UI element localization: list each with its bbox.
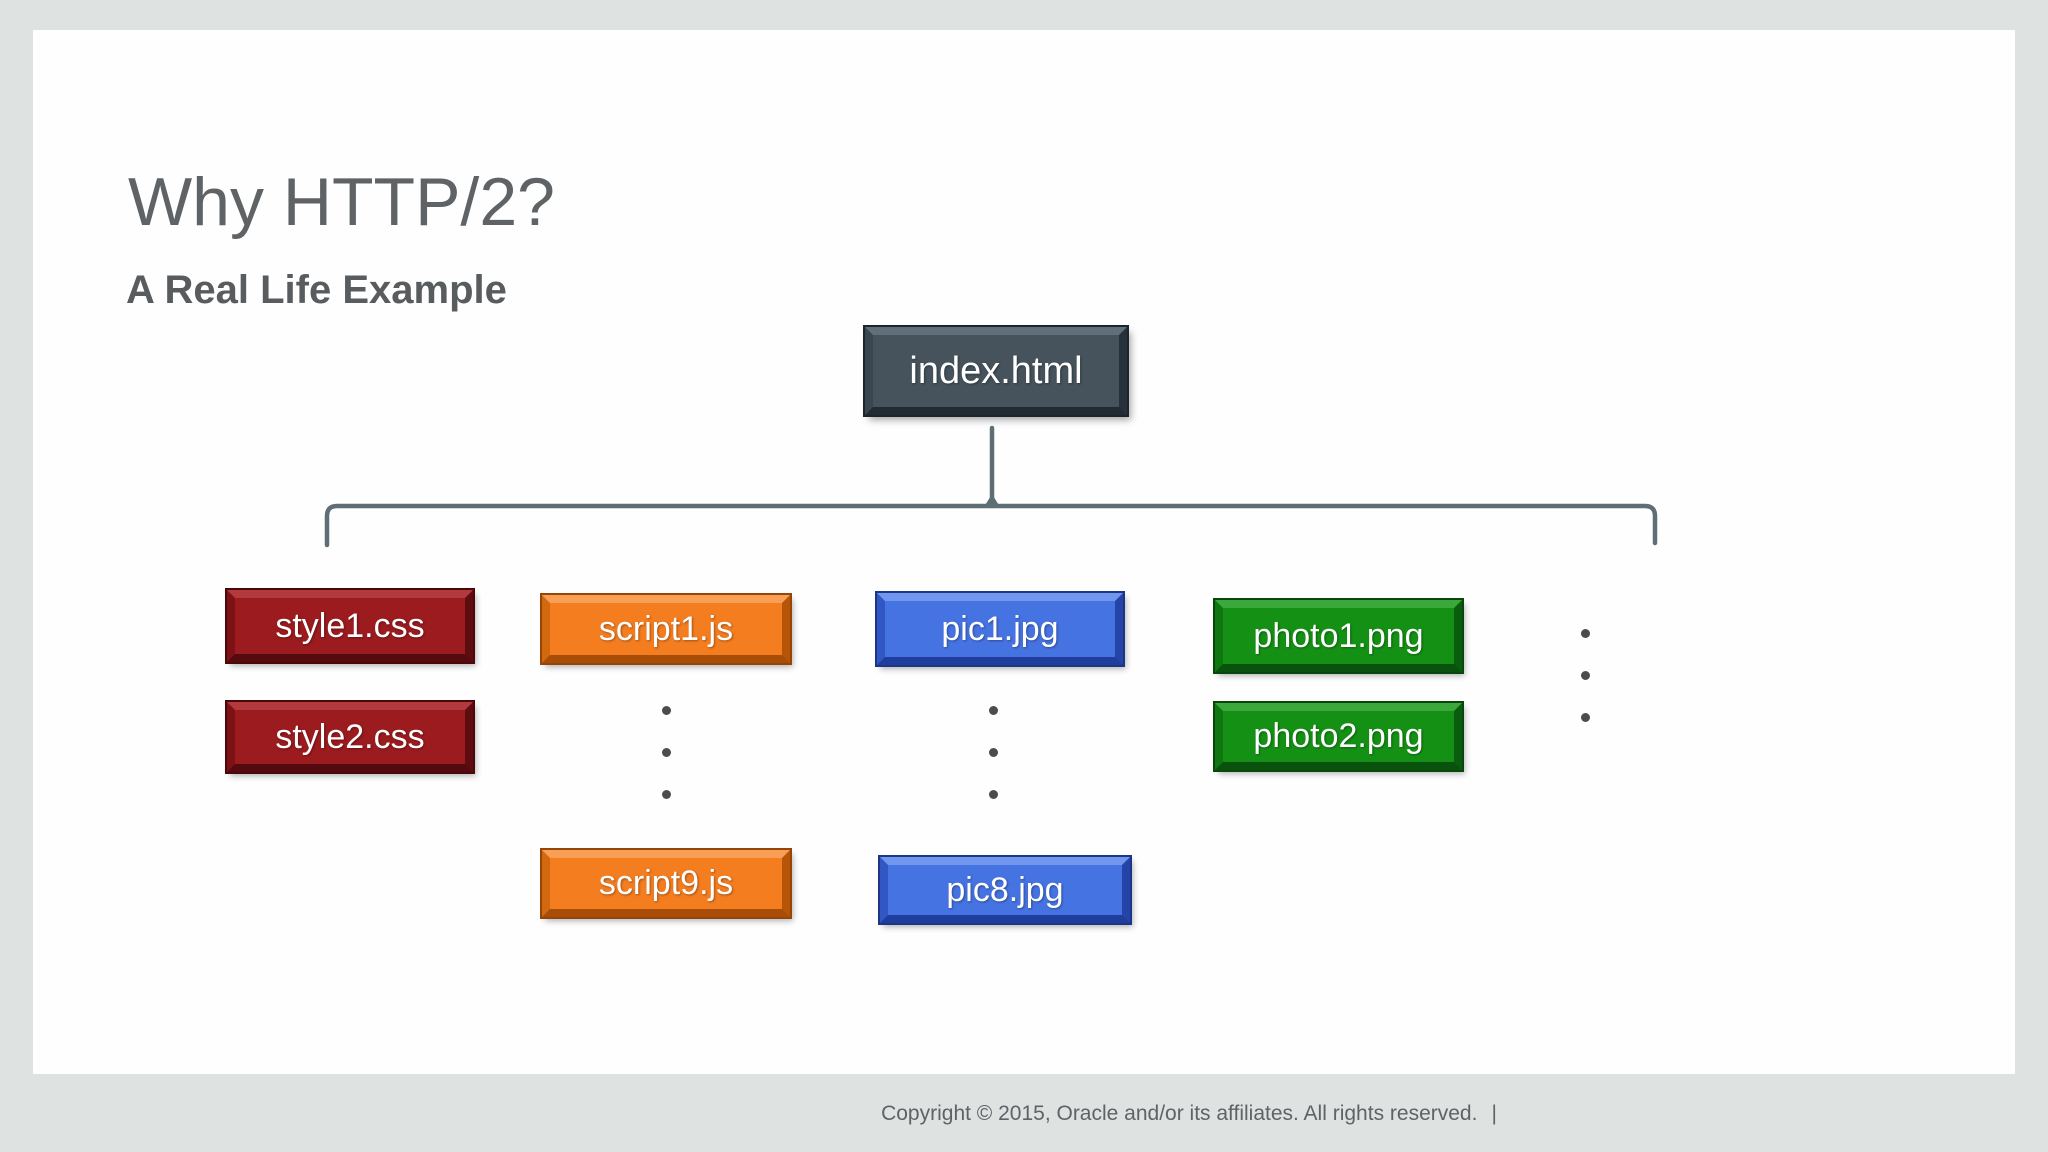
node-index-html-label: index.html	[909, 349, 1083, 392]
ellipsis-dot	[662, 706, 671, 715]
node-style1-css-label: style1.css	[275, 606, 425, 645]
node-pic8-jpg-label: pic8.jpg	[946, 870, 1064, 909]
ellipsis-dot	[1581, 629, 1590, 638]
ellipsis-dot	[1581, 713, 1590, 722]
bracket-horizontal-line	[324, 503, 1658, 548]
ellipsis-dot	[1581, 671, 1590, 680]
footer-copyright-text: Copyright © 2015, Oracle and/or its affi…	[881, 1102, 1478, 1125]
node-photo1-png-label: photo1.png	[1253, 616, 1424, 655]
node-script9-js-label: script9.js	[598, 864, 734, 902]
node-pic8-jpg: pic8.jpg	[880, 857, 1130, 923]
footer-separator: |	[1491, 1102, 1497, 1125]
ellipsis-dot	[989, 748, 998, 757]
footer-copyright: Copyright © 2015, Oracle and/or its affi…	[881, 1102, 1497, 1126]
node-script9-js: script9.js	[542, 850, 790, 917]
node-pic1-jpg: pic1.jpg	[877, 593, 1123, 665]
node-index-html: index.html	[865, 327, 1127, 415]
ellipsis-dot	[989, 790, 998, 799]
ellipsis-dot	[662, 748, 671, 757]
node-photo1-png: photo1.png	[1215, 600, 1462, 672]
node-style2-css-label: style2.css	[275, 717, 425, 756]
ellipsis-dot	[989, 706, 998, 715]
slide-canvas: Why HTTP/2? A Real Life Example index.ht…	[33, 30, 2015, 1074]
node-script1-js: script1.js	[542, 595, 790, 663]
node-style1-css: style1.css	[227, 590, 473, 662]
node-style2-css: style2.css	[227, 702, 473, 772]
slide-subtitle: A Real Life Example	[126, 268, 507, 312]
node-script1-js-label: script1.js	[598, 609, 734, 648]
node-pic1-jpg-label: pic1.jpg	[941, 609, 1059, 648]
bracket-stem-flare	[984, 494, 1000, 507]
ellipsis-dot	[662, 790, 671, 799]
slide-title: Why HTTP/2?	[128, 164, 555, 240]
node-photo2-png: photo2.png	[1215, 703, 1462, 770]
node-photo2-png-label: photo2.png	[1253, 717, 1424, 755]
